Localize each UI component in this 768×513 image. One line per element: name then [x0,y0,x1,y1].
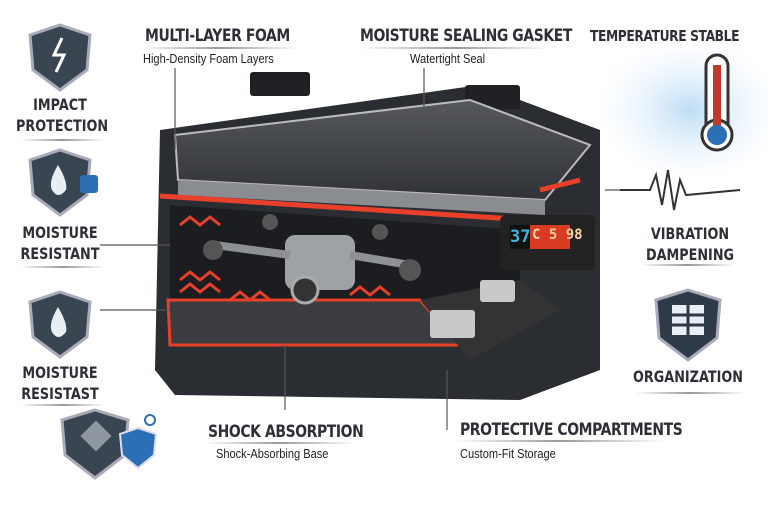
grid-shield-icon [654,288,722,362]
water-drop-shield-icon [28,148,98,217]
multi-layer-foam-subtitle: High-Density Foam Layers [143,51,274,66]
display-left-value: 37 [510,227,531,247]
lightning-shield-icon [28,23,92,92]
temperature-stable-title: TEMPERATURE STABLE [590,27,740,45]
shield-pair-icon [60,408,158,480]
gasket-title: MOISTURE SEALING GASKET [360,26,572,46]
red-gasket-strip [159,193,561,225]
multi-layer-foam-title: MULTI-LAYER FOAM [145,26,290,46]
lid-edge [178,180,545,215]
shock-absorption-subtitle: Shock-Absorbing Base [216,446,329,461]
drone [203,214,421,305]
display-right-value: C 5 98 [532,227,583,243]
thermometer-icon [700,53,734,152]
cold-glow [600,40,768,180]
latch [250,72,310,96]
gasket-subtitle: Watertight Seal [410,51,486,66]
battery [480,280,515,302]
leader-lines [100,68,650,430]
water-drop-shield-icon [28,290,92,359]
feature-organization: ORGANIZATION [633,367,743,386]
compartment-tray [420,280,560,360]
battery [430,310,475,338]
foam-base [166,298,464,347]
protective-compartments-title: PROTECTIVE COMPARTMENTS [460,420,683,440]
heat-waves [179,215,391,302]
vibration-wave-icon [620,169,741,211]
protective-compartments-subtitle: Custom-Fit Storage [460,446,556,461]
red-gasket-strip [539,177,581,193]
lid-foam [173,98,592,202]
shock-absorption-title: SHOCK ABSORPTION [208,422,364,442]
